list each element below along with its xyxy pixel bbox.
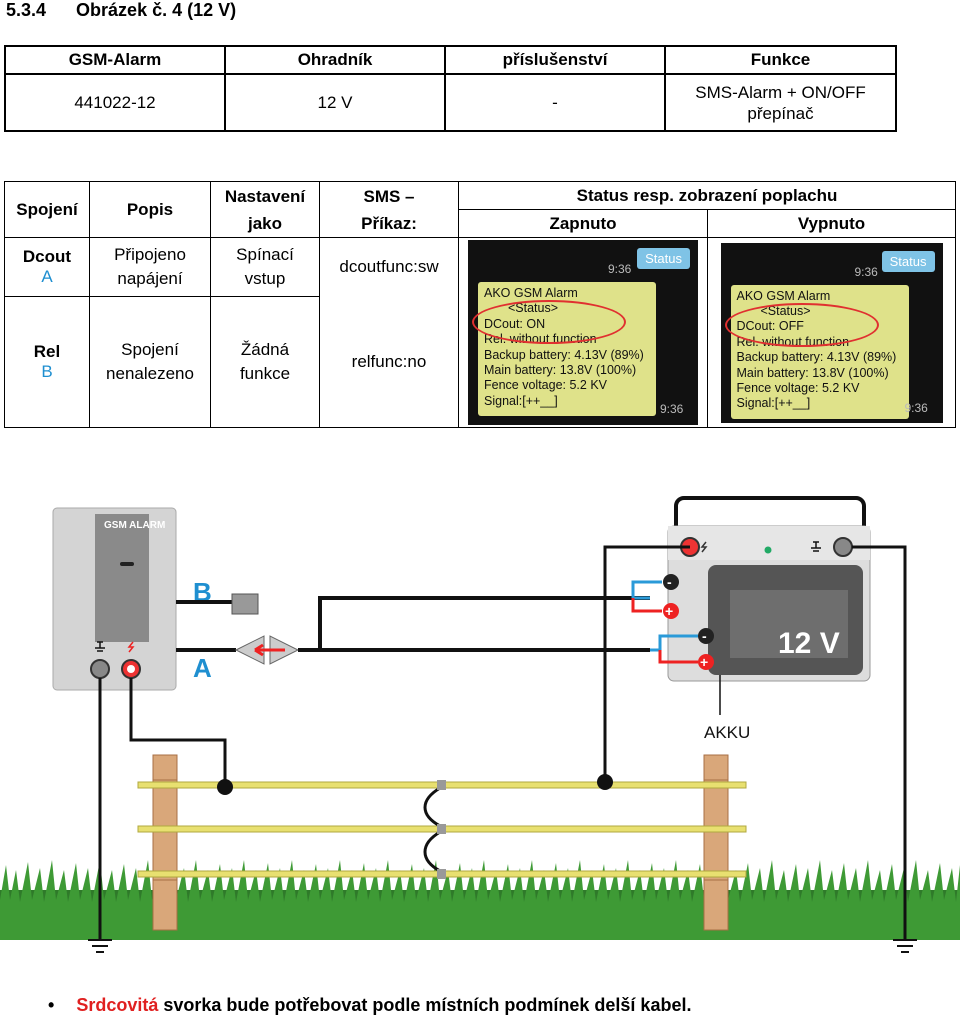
rel-label: Rel: [33, 341, 61, 361]
status-off-screenshot: Status 9:36 AKO GSM Alarm <Status> DCout…: [707, 237, 956, 428]
dcout-letter: A: [41, 266, 53, 286]
product-table: GSM-Alarm Ohradník příslušenství Funkce …: [4, 45, 897, 132]
wire-b: [176, 593, 259, 615]
bullet-dot: •: [48, 995, 55, 1015]
label-b: B: [193, 577, 212, 607]
rel-letter: B: [41, 361, 53, 381]
header-status: Status resp. zobrazení poplachu: [458, 181, 956, 210]
rel-popis-text: Spojení nenalezeno: [106, 339, 194, 383]
header-zapnuto: Zapnuto: [458, 209, 708, 238]
status-on-screenshot: Status 9:36 AKO GSM Alarm <Status> DCout…: [458, 237, 708, 428]
note-highlight: Srdcovitá: [76, 995, 159, 1015]
msg-line: Signal:[++__]: [484, 393, 558, 408]
note-bullet: • Srdcovitá svorka bude potřebovat podle …: [48, 995, 691, 1016]
plus-sign: +: [700, 654, 708, 670]
dcout-label: Dcout: [22, 246, 72, 266]
cell-voltage: 12 V: [224, 73, 446, 132]
status-button: Status: [637, 248, 690, 269]
msg-line: Signal:[++__]: [736, 396, 811, 411]
wire-fence-device: [129, 678, 233, 795]
gsm-alarm-device: GSM ALARM: [52, 507, 177, 691]
dcout-popis-text: Připojeno napájení: [114, 244, 186, 288]
timestamp: 9:36: [904, 400, 928, 415]
fence-post-right: [703, 754, 729, 931]
header-spojeni: Spojení: [4, 181, 90, 238]
wiring-diagram: GSM ALARM B A 12 V: [0, 496, 960, 953]
highlight-circle: [472, 300, 626, 344]
note-text: svorka bude potřebovat podle místních po…: [158, 995, 692, 1015]
msg-line: Backup battery: 4.13V (89%): [484, 347, 644, 362]
row-rel-nastaveni: Žádná funkce: [210, 295, 320, 429]
cell-article: 441022-12: [4, 73, 226, 132]
battery: 12 V - + - + AKKU: [631, 496, 871, 742]
battery-voltage: 12 V: [778, 627, 840, 660]
timestamp: 9:36: [854, 264, 878, 279]
header-nastaveni: Nastavení jako: [210, 181, 320, 238]
msg-line: Backup battery: 4.13V (89%): [736, 350, 897, 365]
plus-sign: +: [665, 603, 673, 619]
phone-screenshot-off: Status 9:36 AKO GSM Alarm <Status> DCout…: [720, 242, 943, 423]
header-sms-label: SMS – Příkaz:: [361, 186, 417, 233]
row-rel-popis: Spojení nenalezeno: [89, 295, 211, 429]
header-prislusenstvi: příslušenství: [444, 45, 666, 75]
row-rel-sms: relfunc:no: [319, 296, 459, 429]
row-dcout-popis: Připojeno napájení: [89, 237, 211, 297]
device-label: GSM ALARM: [104, 520, 165, 531]
row-dcout-nastaveni: Spínací vstup: [210, 237, 320, 297]
section-title: Obrázek č. 4 (12 V): [76, 0, 237, 20]
highlight-circle: [724, 302, 879, 347]
wire-ground-left: [88, 678, 112, 953]
msg-line: Main battery: 13.8V (100%): [484, 363, 637, 378]
minus-sign: -: [702, 628, 707, 644]
msg-line: Fence voltage: 5.2 KV: [736, 380, 860, 395]
header-vypnuto: Vypnuto: [707, 209, 956, 238]
cell-function: SMS-Alarm + ON/OFF přepínač: [664, 73, 897, 132]
phone-screenshot-on: Status 9:36 AKO GSM Alarm <Status> DCout…: [468, 240, 698, 425]
header-gsm-alarm: GSM-Alarm: [4, 45, 226, 75]
section-number: 5.3.4: [6, 0, 47, 20]
fence-wires: [137, 780, 747, 879]
msg-line: Main battery: 13.8V (100%): [736, 365, 889, 380]
connection-table: Spojení Popis Nastavení jako SMS – Příka…: [4, 181, 956, 429]
msg-line: AKO GSM Alarm: [484, 286, 578, 300]
msg-line: AKO GSM Alarm: [736, 288, 831, 303]
row-dcout-sms: dcoutfunc:sw: [319, 237, 459, 297]
cell-accessory: -: [444, 73, 666, 132]
dcout-nastaveni-text: Spínací vstup: [236, 244, 294, 288]
msg-line: Fence voltage: 5.2 KV: [484, 378, 607, 393]
wire-a: [176, 635, 650, 665]
wire-battery-fence: [597, 545, 690, 790]
header-ohradnik: Ohradník: [224, 45, 446, 75]
minus-sign: -: [667, 574, 672, 590]
timestamp: 9:36: [660, 402, 684, 416]
status-button: Status: [881, 250, 935, 272]
wire-ground-right: [852, 545, 917, 953]
timestamp: 9:36: [608, 262, 632, 276]
rel-nastaveni-text: Žádná funkce: [239, 339, 291, 383]
fence-post-left: [152, 754, 178, 931]
header-popis: Popis: [89, 181, 211, 238]
header-nastaveni-label: Nastavení jako: [224, 186, 306, 233]
section-heading: 5.3.4 Obrázek č. 4 (12 V): [6, 0, 266, 21]
battery-label: AKKU: [704, 723, 750, 742]
label-a: A: [193, 653, 212, 683]
wire-b-long: [318, 596, 650, 650]
header-sms: SMS – Příkaz:: [319, 181, 459, 238]
header-funkce: Funkce: [664, 45, 897, 75]
